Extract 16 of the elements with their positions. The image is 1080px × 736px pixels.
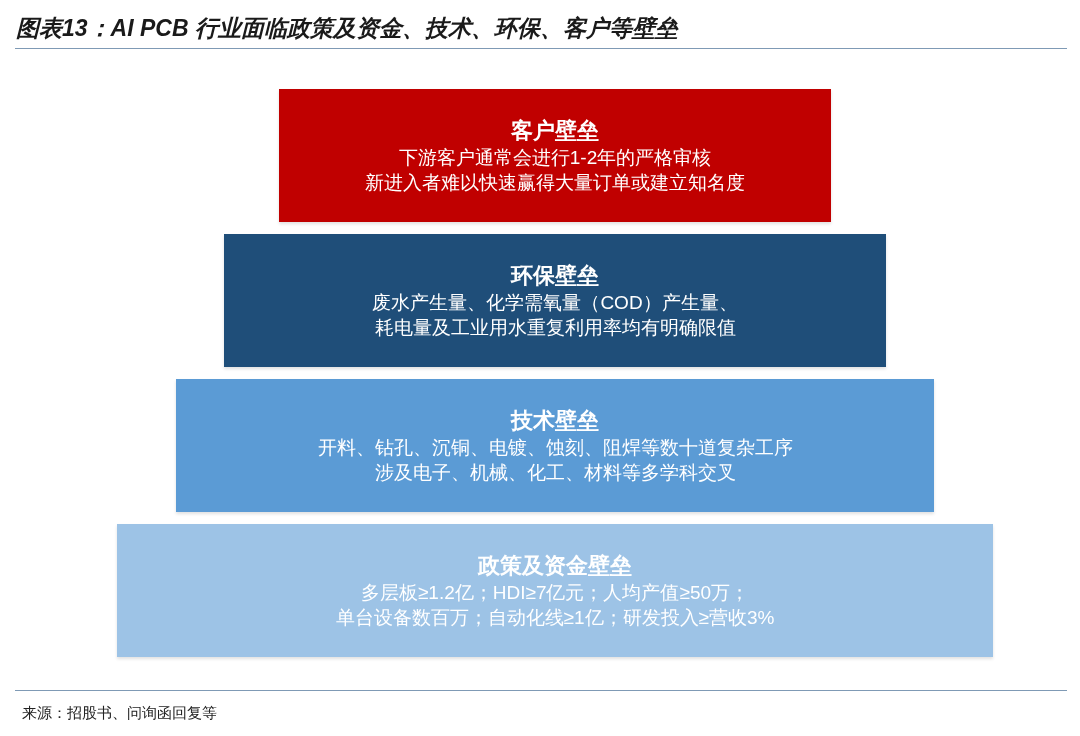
chart-title: 图表13：AI PCB 行业面临政策及资金、技术、环保、客户等壁垒: [16, 14, 678, 43]
pyramid-tier: [176, 379, 934, 512]
tier-description: 多层板≥1.2亿；HDI≥7亿元；人均产值≥50万；单台设备数百万；自动化线≥1亿；研发投入≥营收3%: [334, 580, 776, 630]
tier-description: 涉及电子、机械、化工、材料等多学科交叉: [374, 460, 736, 485]
tier-description: 新进入者难以快速赢得大量订单或建立知名度: [365, 170, 745, 195]
tier-description: 开料、钻孔、沉铜、电镀、蚀刻、阻焊等数十道复杂工序: [317, 435, 793, 460]
tier-heading: 技术壁垒: [511, 406, 599, 435]
tier-description: 废水产生量、化学需氧量（COD）产生量、耗电量及工业用水重复利用率均有明确限值: [371, 290, 739, 340]
tier-heading: 政策及资金壁垒: [478, 551, 632, 580]
pyramid-tier: [224, 234, 886, 367]
tier-description: 下游客户通常会进行1-2年的严格审核: [398, 145, 712, 170]
pyramid-tier: [279, 89, 831, 222]
tier-heading: 环保壁垒: [511, 261, 599, 290]
tier-heading: 客户壁垒: [511, 116, 599, 145]
source-note: 来源：招股书、问询函回复等: [22, 704, 217, 723]
pyramid-tier: [117, 524, 993, 657]
